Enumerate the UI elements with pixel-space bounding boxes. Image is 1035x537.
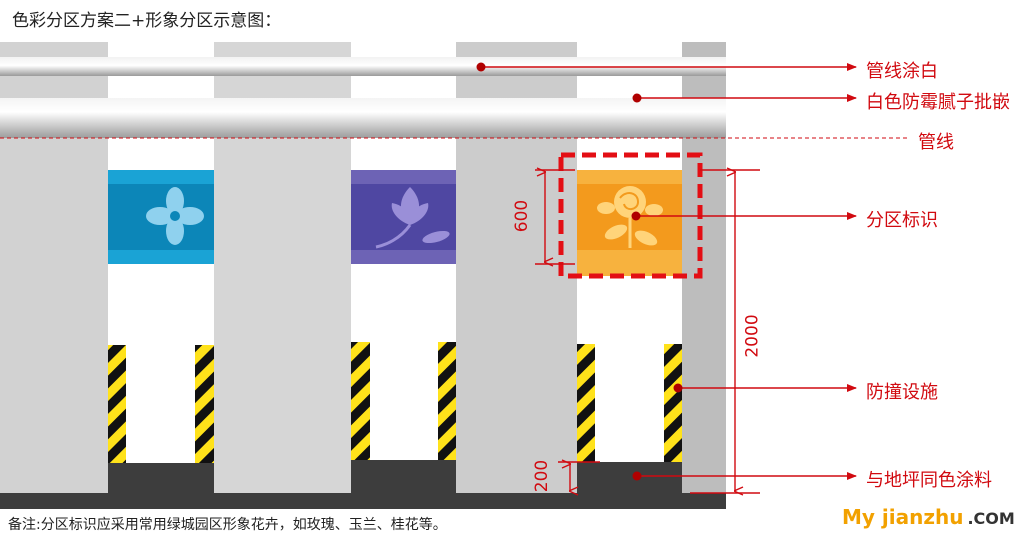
label-zone-sign: 分区标识 bbox=[866, 210, 938, 231]
magnolia-icon bbox=[375, 187, 450, 249]
footnote: 备注:分区标识应采用常用绿城园区形象花卉，如玫瑰、玉兰、桂花等。 bbox=[8, 517, 447, 533]
dim-label-200: 200 bbox=[532, 459, 553, 493]
dim-label-2000: 2000 bbox=[742, 314, 763, 358]
floor bbox=[577, 462, 682, 494]
zone-sign-purple bbox=[351, 170, 456, 264]
hazard-post bbox=[195, 345, 214, 463]
label-putty: 白色防霉腻子批嵌 bbox=[866, 92, 1010, 113]
pipe bbox=[0, 98, 726, 138]
flower-blue-icon bbox=[146, 187, 204, 245]
floor bbox=[108, 463, 214, 494]
watermark-suffix: .COM bbox=[967, 509, 1015, 528]
hazard-post bbox=[351, 342, 370, 460]
rose-icon bbox=[597, 186, 663, 248]
floor bbox=[0, 493, 726, 509]
label-anti-collision: 防撞设施 bbox=[866, 382, 938, 403]
hazard-post bbox=[664, 344, 682, 462]
zone-sign-orange bbox=[577, 170, 682, 276]
label-pipe-paint: 管线涂白 bbox=[866, 61, 938, 82]
dim-label-600: 600 bbox=[512, 199, 533, 233]
watermark: My jianzhu.COM bbox=[842, 505, 1015, 529]
watermark-brand: My jianzhu bbox=[842, 505, 964, 529]
label-floor-paint: 与地坪同色涂料 bbox=[866, 470, 992, 491]
floor bbox=[351, 460, 456, 494]
pipe bbox=[0, 57, 726, 76]
page-title: 色彩分区方案二+形象分区示意图： bbox=[12, 11, 282, 31]
hazard-post bbox=[108, 345, 126, 463]
zone-sign-blue bbox=[108, 170, 214, 264]
label-pipe: 管线 bbox=[918, 132, 954, 153]
hazard-post bbox=[438, 342, 456, 460]
hazard-post bbox=[577, 344, 595, 462]
